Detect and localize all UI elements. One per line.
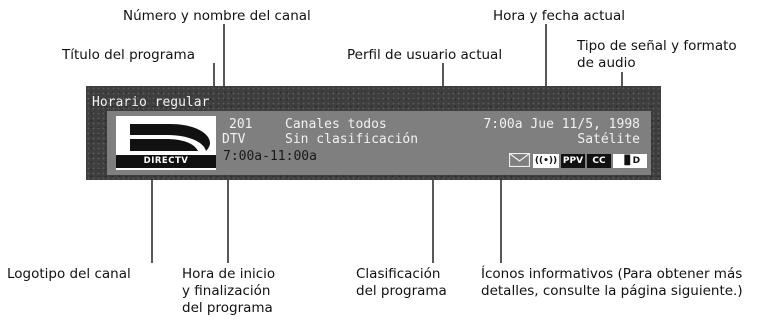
banner-title: Horario regular [92, 95, 210, 110]
program-schedule: 7:00a-11:00a [223, 149, 317, 164]
user-profile: Canales todos [285, 117, 387, 132]
label-program-title: Título del programa [62, 47, 195, 63]
signal-type: Satélite [577, 132, 640, 147]
label-rating: Clasificación del programa [356, 266, 447, 299]
directv-logo-mark [130, 124, 210, 151]
label-info-icons: Íconos informativos (Para obtener más de… [481, 266, 743, 299]
directv-logo: DIRECTV [116, 116, 216, 170]
label-signal-audio: Tipo de señal y formato de audio [577, 38, 737, 71]
program-rating: Sin clasificación [285, 132, 419, 147]
label-start-end-time: Hora de inicio y finalización del progra… [182, 266, 276, 316]
logo-text: DIRECTV [116, 155, 216, 168]
ppv-icon: PPV [561, 154, 585, 168]
channel-number: 201 [229, 117, 253, 132]
time-date: 7:00a Jue 11/5, 1998 [483, 117, 640, 132]
label-channel-number-name: Número y nombre del canal [123, 8, 311, 24]
label-channel-logo: Logotipo del canal [7, 266, 131, 282]
cc-icon: CC [587, 154, 611, 168]
label-user-profile: Perfil de usuario actual [347, 47, 503, 63]
mail-icon [509, 153, 530, 167]
channel-name: DTV [222, 132, 246, 147]
dolby-digital-icon: ▐▌D [613, 154, 647, 168]
audio-icon: ((•)) [533, 154, 559, 168]
label-time-date: Hora y fecha actual [493, 8, 625, 24]
